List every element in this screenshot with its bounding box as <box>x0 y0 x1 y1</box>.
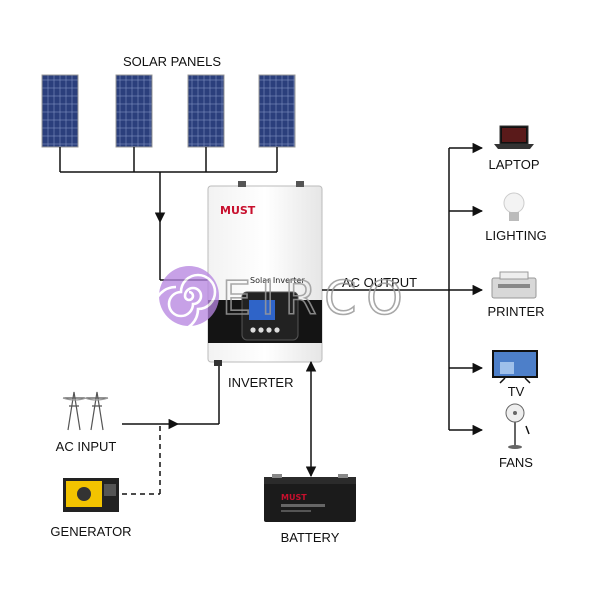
solar-wiring <box>59 147 278 281</box>
inverter-model-label: Solar Inverter <box>250 276 305 285</box>
solar-panel <box>115 74 153 148</box>
generator-icon <box>63 478 119 512</box>
lighting-label: LIGHTING <box>485 228 546 243</box>
battery-brand: MUST <box>281 493 307 502</box>
watermark: EIRCO <box>152 266 413 333</box>
solar-panel <box>258 74 296 148</box>
generator-wiring <box>122 426 161 495</box>
printer-icon <box>491 271 537 299</box>
ac-output-label: AC OUTPUT <box>342 275 417 290</box>
inverter-unit: MUST Solar Inverter <box>207 181 323 366</box>
watermark-text: EIRCO <box>222 271 413 325</box>
fans-label: FANS <box>499 455 533 470</box>
ac-input-label: AC INPUT <box>56 439 117 454</box>
solar-panel <box>41 74 79 148</box>
tv-icon <box>492 350 538 384</box>
battery-icon: MUST <box>264 474 356 522</box>
inverter-brand: MUST <box>220 204 256 217</box>
ac-output-wiring <box>322 142 484 436</box>
generator-label: GENERATOR <box>50 524 131 539</box>
lcd-screen <box>249 300 275 320</box>
tv-label: TV <box>508 384 525 399</box>
inverter-label: INVERTER <box>228 375 294 390</box>
ac-input-wiring <box>122 366 220 430</box>
solar-panel <box>187 74 225 148</box>
fan-icon <box>505 403 530 449</box>
laptop-label: LAPTOP <box>488 157 539 172</box>
printer-label: PRINTER <box>487 304 544 319</box>
spiral-logo-icon <box>152 266 219 333</box>
laptop-icon <box>494 125 534 149</box>
light-bulb-icon <box>503 192 525 221</box>
solar-panels-label: SOLAR PANELS <box>123 54 221 69</box>
solar-panel-array <box>41 74 296 148</box>
power-tower-icon <box>62 391 109 431</box>
battery-label: BATTERY <box>281 530 340 545</box>
